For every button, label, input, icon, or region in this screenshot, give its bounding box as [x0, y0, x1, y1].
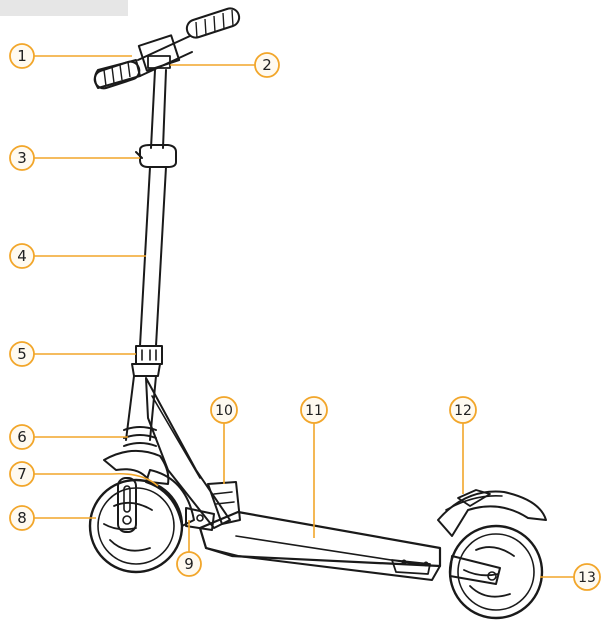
- callouts: 1 2 3 4 5 6: [9, 43, 601, 591]
- callout-1-label: 1: [17, 47, 27, 65]
- callout-3-label: 3: [17, 149, 27, 167]
- front-wheel: [88, 477, 184, 574]
- callout-1: 1: [9, 43, 132, 69]
- corner-tab: [0, 0, 128, 16]
- callout-4: 4: [9, 243, 146, 269]
- callout-5-label: 5: [17, 345, 27, 363]
- callout-2-label: 2: [262, 56, 272, 74]
- callout-11: 11: [300, 396, 328, 538]
- callout-11-label: 11: [305, 403, 323, 419]
- callout-13-label: 13: [578, 570, 596, 586]
- callout-12-label: 12: [454, 403, 472, 419]
- callout-8: 8: [9, 505, 96, 531]
- callout-6-label: 6: [17, 428, 27, 446]
- callout-7: 7: [9, 461, 159, 487]
- callout-10-label: 10: [215, 403, 233, 419]
- callout-3: 3: [9, 145, 140, 171]
- callout-4-label: 4: [17, 247, 27, 265]
- callout-2: 2: [170, 52, 280, 78]
- callout-12: 12: [449, 396, 477, 494]
- handlebar: [93, 7, 241, 90]
- callout-9: 9: [176, 520, 202, 577]
- scooter-illustration: [88, 7, 547, 620]
- callout-5: 5: [9, 341, 136, 367]
- callout-6: 6: [9, 424, 128, 450]
- callout-13: 13: [540, 563, 601, 591]
- rear-wheel: [448, 524, 544, 620]
- callout-8-label: 8: [17, 509, 27, 527]
- callout-7-label: 7: [17, 465, 27, 483]
- callout-10: 10: [210, 396, 238, 484]
- callout-9-label: 9: [184, 555, 194, 573]
